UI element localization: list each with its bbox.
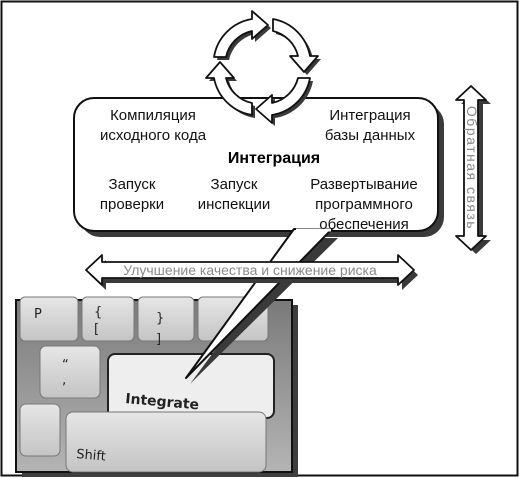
node-db-line1: Интеграция xyxy=(329,107,410,124)
node-deploy-line1: Развертывание xyxy=(310,176,418,193)
key-bracket-close xyxy=(137,296,195,342)
center-title: Интеграция xyxy=(228,150,320,167)
key-p-label: P xyxy=(34,307,42,322)
key-quote-bottom-label: ‚ xyxy=(62,373,66,388)
shift-key-label: Shift xyxy=(76,447,107,465)
keyboard-image: P { [ } ] “ ‚ Integrate Shift xyxy=(15,296,298,477)
feedback-label: Обратная связь xyxy=(464,106,480,230)
key-left xyxy=(19,403,61,457)
quality-risk-label: Улучшение качества и снижение риска xyxy=(123,262,377,278)
node-deploy-line2: программного xyxy=(315,196,413,213)
cycle-arrows-front xyxy=(205,10,319,124)
node-db-line2: базы данных xyxy=(325,127,416,144)
node-tests-line1: Запуск xyxy=(109,176,156,193)
node-compile-line2: исходного кода xyxy=(100,127,207,144)
key-bracket-close-label: ] xyxy=(156,332,161,347)
key-p xyxy=(19,296,79,342)
integrate-key-label: Integrate xyxy=(125,391,200,413)
node-deploy-line3: обеспечения xyxy=(319,216,409,233)
node-compile-line1: Компиляция xyxy=(110,107,196,124)
key-quote xyxy=(39,345,101,399)
node-inspection-line1: Запуск xyxy=(211,176,258,193)
key-brace-open-label: { xyxy=(94,305,102,320)
shift-key xyxy=(65,411,267,473)
node-tests-line2: проверки xyxy=(100,196,164,213)
key-quote-top-label: “ xyxy=(62,358,69,373)
key-brace-close-label: } xyxy=(156,311,164,326)
key-bracket-open xyxy=(81,296,135,342)
key-bracket-open-label: [ xyxy=(94,322,99,337)
feedback-arrow: Обратная связь xyxy=(455,85,491,254)
quality-risk-arrow: Улучшение качества и снижение риска xyxy=(85,254,418,290)
node-inspection-line2: инспекции xyxy=(198,196,271,213)
